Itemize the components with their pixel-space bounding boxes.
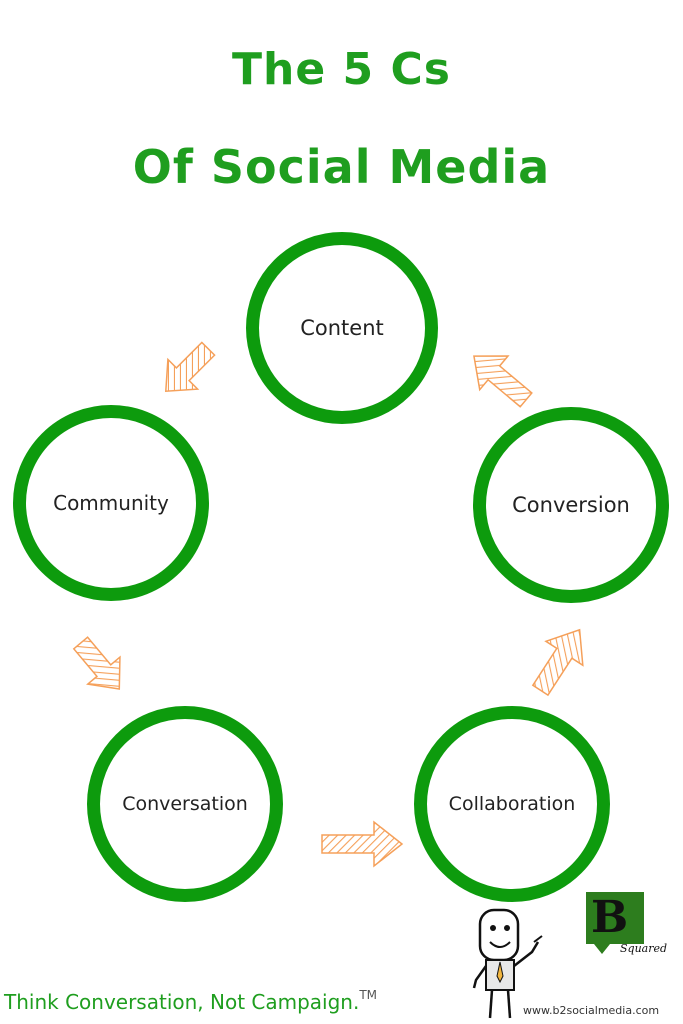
- website-url: www.b2socialmedia.com: [523, 1004, 660, 1017]
- mascot-illustration: [472, 908, 543, 1019]
- circle-label-community: Community: [53, 491, 169, 515]
- tagline: Think Conversation, Not Campaign.TM: [4, 988, 377, 1014]
- circle-label-content: Content: [300, 316, 384, 340]
- arrow-collaboration-to-conversion: [531, 628, 584, 697]
- circle-label-conversion: Conversion: [512, 493, 630, 517]
- title-line-1: The 5 Cs: [232, 44, 451, 95]
- circle-content: Content: [246, 232, 438, 424]
- circle-label-collaboration: Collaboration: [448, 793, 576, 815]
- arrow-conversation-to-collaboration: [321, 820, 404, 868]
- logo-background: [586, 892, 644, 944]
- logo-letter: B: [591, 892, 629, 943]
- trademark-mark: TM: [359, 988, 378, 1002]
- circle-conversation: Conversation: [87, 706, 283, 902]
- title-line-2: Of Social Media: [132, 140, 551, 194]
- circle-collaboration: Collaboration: [414, 706, 610, 902]
- circle-community: Community: [13, 405, 209, 601]
- logo-subtitle: Squared: [620, 942, 668, 955]
- arrow-community-to-conversation: [72, 636, 121, 690]
- circle-conversion: Conversion: [473, 407, 669, 603]
- tagline-text: Think Conversation, Not Campaign.: [4, 990, 360, 1014]
- circle-label-conversation: Conversation: [122, 793, 248, 815]
- arrow-content-to-community: [164, 341, 216, 393]
- arrow-conversion-to-content: [473, 355, 533, 408]
- logo-speech-tail: [594, 944, 610, 954]
- b2-logo: B Squared: [586, 892, 667, 955]
